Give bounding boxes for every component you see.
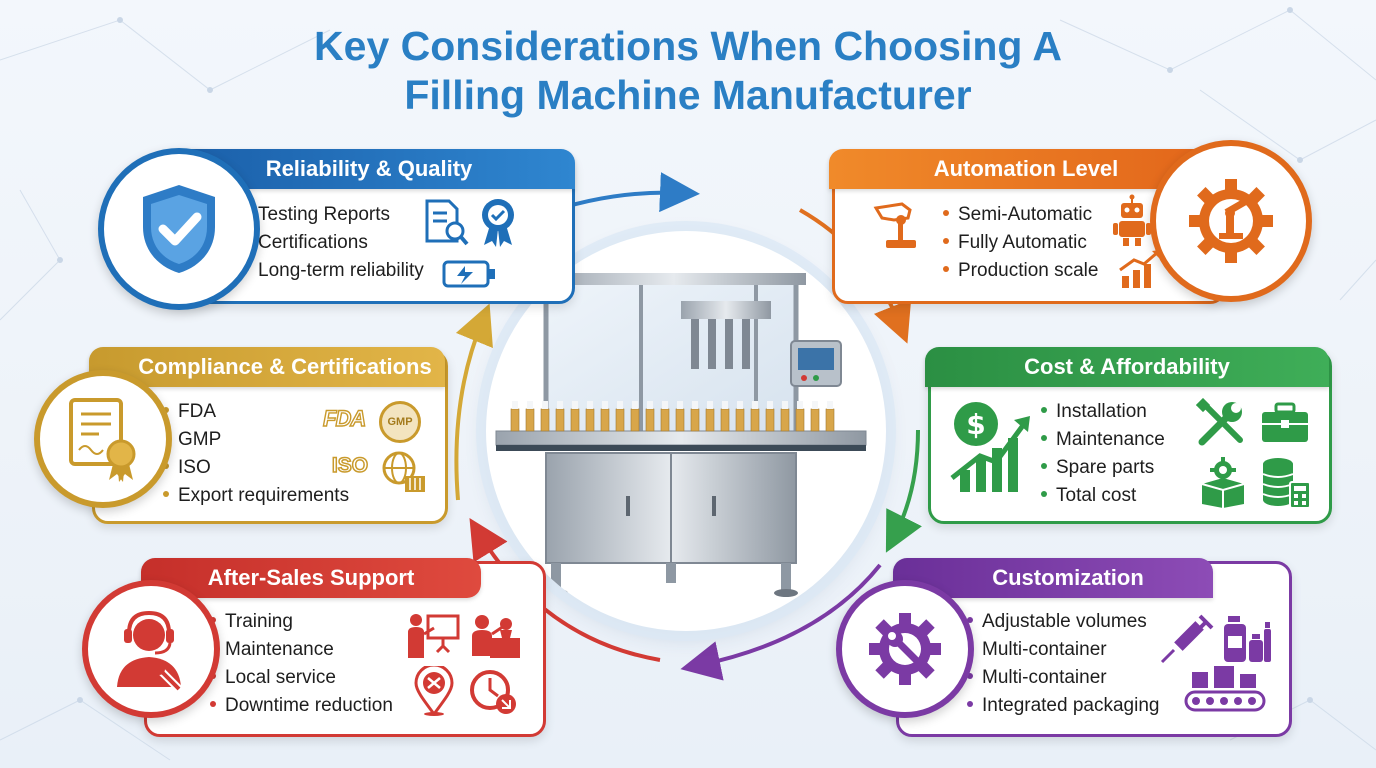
list-item: Export requirements	[163, 482, 349, 510]
filling-machine-illustration	[495, 273, 867, 597]
bottles-icon	[1224, 616, 1271, 662]
list-item: Maintenance	[210, 636, 393, 664]
list-item: Downtime reduction	[210, 692, 393, 720]
list-item: Semi-Automatic	[943, 201, 1098, 229]
hand-lever-icon	[873, 202, 916, 248]
iso-logo-text: ISO	[331, 453, 369, 478]
gear-robot-arm-icon	[1189, 179, 1273, 263]
clock-icon	[470, 670, 516, 714]
iso-logo: ISO	[326, 446, 374, 486]
customization-list: Adjustable volumes Multi-container Multi…	[967, 608, 1159, 720]
list-item: Training	[210, 608, 393, 636]
support-agent-icon	[117, 610, 182, 691]
list-item: Long-term reliability	[243, 257, 424, 285]
list-item: Maintenance	[1041, 426, 1165, 454]
gmp-logo: GMP	[379, 401, 421, 443]
card-compliance-header: Compliance & Certifications	[89, 347, 445, 387]
after-sales-badge	[82, 580, 220, 718]
card-after-sales-header: After-Sales Support	[141, 558, 481, 598]
location-pin-icon	[414, 666, 454, 716]
automation-badge	[1150, 140, 1312, 302]
list-item: Total cost	[1041, 482, 1165, 510]
card-compliance-title: Compliance & Certifications	[138, 354, 432, 379]
compliance-badge	[34, 370, 172, 508]
list-item: Fully Automatic	[943, 229, 1098, 257]
card-automation-title: Automation Level	[933, 156, 1119, 181]
battery-icon	[442, 260, 495, 288]
list-item: Adjustable volumes	[967, 608, 1159, 636]
list-item: GMP	[163, 426, 349, 454]
automation-list: Semi-Automatic Fully Automatic Productio…	[943, 201, 1098, 285]
list-item: Multi-container	[967, 664, 1159, 692]
card-after-sales-title: After-Sales Support	[207, 565, 415, 590]
compliance-list: FDA GMP ISO Export requirements	[163, 398, 349, 510]
training-presentation-icon	[408, 614, 460, 658]
list-item: Testing Reports	[243, 201, 424, 229]
gear-box-icon	[1201, 457, 1245, 508]
syringe-icon	[1160, 614, 1214, 664]
title-line-1: Key Considerations When Choosing A	[314, 23, 1062, 69]
report-magnifier-icon	[425, 199, 469, 246]
arrow-purple	[680, 563, 882, 681]
globe-container-icon	[382, 451, 425, 492]
arrow-green	[885, 429, 922, 553]
gear-wrench-icon	[869, 613, 941, 685]
reliability-list: Testing Reports Certifications Long-term…	[243, 201, 424, 285]
after-sales-list: Training Maintenance Local service Downt…	[210, 608, 393, 720]
card-reliability-title: Reliability & Quality	[265, 156, 473, 181]
award-ribbon-icon	[482, 199, 514, 247]
growth-chart-icon	[1119, 250, 1160, 288]
svg-text:$: $	[966, 408, 985, 441]
reliability-badge	[98, 148, 260, 310]
card-automation-header: Automation Level	[829, 149, 1223, 189]
cost-list: Installation Maintenance Spare parts Tot…	[1041, 398, 1165, 510]
card-cost-header: Cost & Affordability	[925, 347, 1329, 387]
list-item: Spare parts	[1041, 454, 1165, 482]
fda-logo: FDA	[322, 405, 367, 432]
coins-calculator-icon	[1262, 458, 1311, 508]
dollar-growth-icon: $	[950, 402, 1030, 492]
list-item: Certifications	[243, 229, 424, 257]
toolbox-icon	[1262, 402, 1308, 442]
card-customization-header: Customization	[893, 558, 1213, 598]
conveyor-boxes-icon	[1184, 666, 1266, 712]
list-item: Integrated packaging	[967, 692, 1159, 720]
tools-icon	[1196, 398, 1243, 446]
fda-logo-text: FDA	[322, 405, 367, 431]
list-item: ISO	[163, 454, 349, 482]
page-title: Key Considerations When Choosing A Filli…	[0, 22, 1376, 120]
shield-check-icon	[143, 185, 215, 273]
list-item: Local service	[210, 664, 393, 692]
list-item: FDA	[163, 398, 349, 426]
certificate-icon	[69, 398, 136, 482]
robot-icon	[1113, 194, 1151, 246]
card-cost-title: Cost & Affordability	[1024, 354, 1230, 379]
arrow-gold	[454, 303, 493, 501]
arrow-red	[469, 517, 661, 662]
customization-badge	[836, 580, 974, 718]
technician-icon	[472, 615, 520, 658]
list-item: Multi-container	[967, 636, 1159, 664]
list-item: Production scale	[943, 257, 1098, 285]
gmp-logo-text: GMP	[387, 416, 413, 428]
card-customization-title: Customization	[992, 565, 1144, 590]
list-item: Installation	[1041, 398, 1165, 426]
title-line-2: Filling Machine Manufacturer	[404, 72, 972, 118]
